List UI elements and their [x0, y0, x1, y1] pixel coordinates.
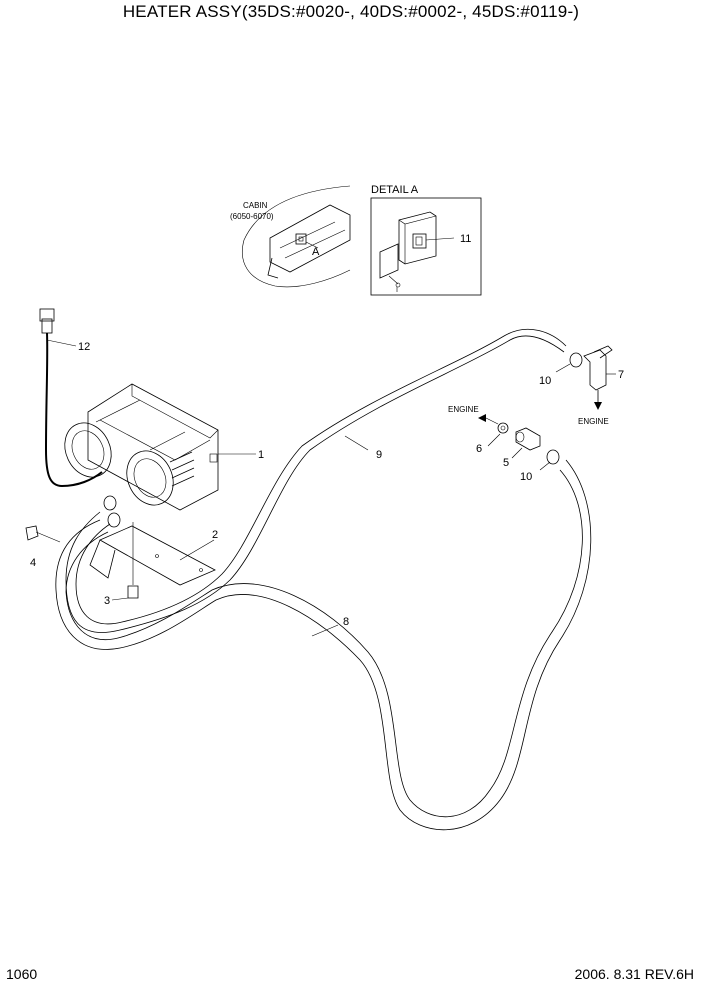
bolt — [111, 522, 139, 601]
page-title: HEATER ASSY(35DS:#0020-, 40DS:#0002-, 45… — [122, 2, 580, 21]
callout-8: 8 — [343, 616, 349, 628]
callout-6: 6 — [476, 443, 482, 455]
callout-9: 9 — [376, 449, 382, 461]
fitting-assembly — [478, 414, 560, 471]
callout-12: 12 — [78, 341, 90, 353]
engine-label-upper: ENGINE — [448, 405, 479, 414]
detail-a: DETAIL A — [370, 184, 482, 296]
engine-label-lower: ENGINE — [578, 417, 609, 426]
bracket — [89, 525, 216, 586]
callout-11: 11 — [460, 233, 471, 245]
callout-1: 1 — [258, 449, 264, 461]
cabin-inset: CABIN (6050-6070) A — [230, 185, 351, 288]
callout-5: 5 — [503, 457, 509, 469]
revision-date: 2006. 8.31 REV.6H — [574, 966, 694, 982]
hose-9 — [65, 328, 567, 633]
heater-unit — [64, 383, 256, 528]
hose-8 — [55, 459, 592, 831]
clip — [25, 525, 61, 543]
wire-harness — [39, 308, 103, 488]
clamp-10-upper — [569, 352, 583, 368]
clamp-10-lower — [546, 449, 560, 465]
callout-4: 4 — [30, 557, 36, 569]
cabin-model-range: (6050-6070) — [230, 212, 274, 221]
callout-10-upper: 10 — [539, 375, 551, 387]
callout-3: 3 — [104, 595, 110, 607]
callout-10-lower: 10 — [520, 471, 532, 483]
detail-a-title: DETAIL A — [371, 184, 419, 196]
callout-2: 2 — [212, 529, 218, 541]
detail-a-frame — [370, 197, 482, 296]
valve-assembly — [555, 345, 616, 410]
detail-a-marker: A — [312, 246, 320, 258]
fitting — [515, 427, 541, 451]
callout-7: 7 — [618, 369, 624, 381]
cabin-label: CABIN — [243, 201, 268, 210]
page-number: 1060 — [6, 966, 38, 982]
washer — [497, 422, 509, 434]
